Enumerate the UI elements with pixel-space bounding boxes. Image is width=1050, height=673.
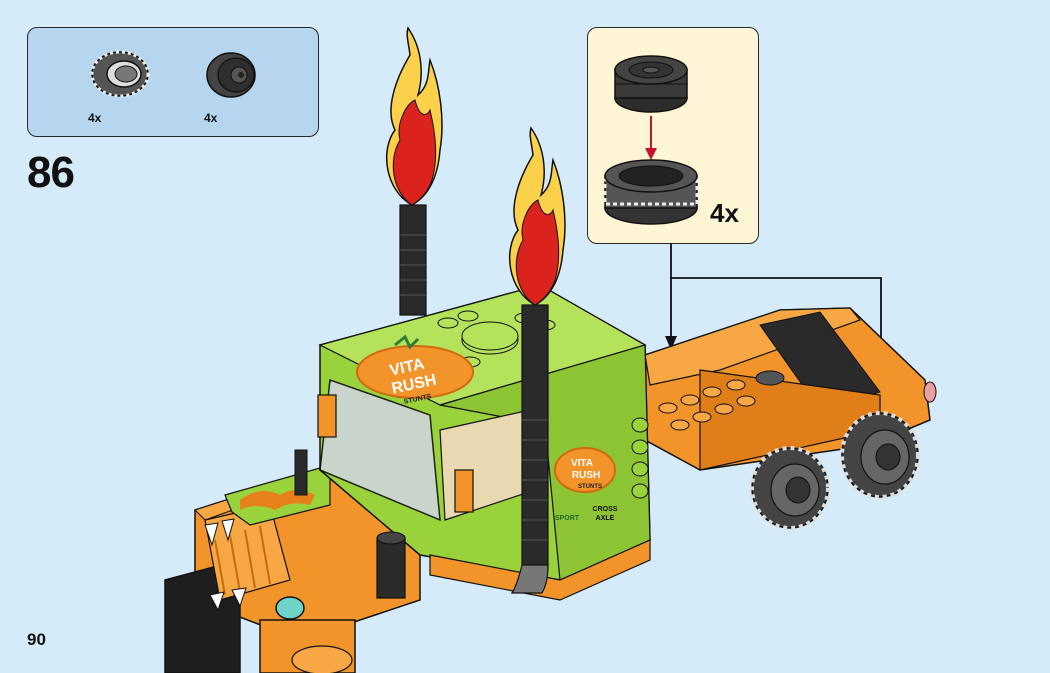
step-number: 86: [27, 148, 75, 197]
callout-illustration: [603, 55, 699, 225]
wheel-icon: [750, 446, 830, 530]
door-logo-line1: VITA: [571, 458, 593, 469]
sponsor-sport: SPORT: [555, 515, 580, 522]
tire-icon: [90, 50, 150, 98]
door-logo-line3: STUNTS: [578, 484, 602, 490]
tire-icon: [603, 159, 699, 225]
flame-icon: [508, 126, 566, 306]
page-number: 90: [27, 630, 46, 649]
cab-side-studs: [631, 417, 649, 499]
wheel-rim-icon: [614, 55, 688, 113]
rear-wheels: [750, 411, 920, 530]
wheel-icon: [840, 411, 920, 499]
callout-quantity: 4x: [710, 198, 739, 228]
grille: [214, 525, 271, 596]
sponsor-axle: AXLE: [596, 515, 615, 522]
door-logo-line2: RUSH: [572, 470, 600, 481]
wheel-rim-icon: [206, 52, 256, 98]
parts-illustrations: [90, 50, 256, 98]
cab-logo: VITA RUSH STUNTS: [356, 334, 474, 406]
trailer-chassis: [644, 307, 937, 471]
stud-row: [658, 379, 756, 431]
sponsor-cross: CROSS: [593, 506, 618, 513]
insert-arrow-icon: [645, 116, 657, 160]
exhaust-stacks: [399, 204, 549, 594]
sub-assembly-callout: 4x: [587, 27, 759, 244]
flame-icon: [385, 26, 443, 206]
teeth: [204, 518, 247, 612]
tire-quantity: 4x: [88, 111, 102, 125]
rim-quantity: 4x: [204, 111, 218, 125]
door-logo: VITA RUSH STUNTS SPORT CROSS AXLE: [554, 447, 618, 522]
parts-list-box: 4x 4x: [27, 27, 319, 137]
